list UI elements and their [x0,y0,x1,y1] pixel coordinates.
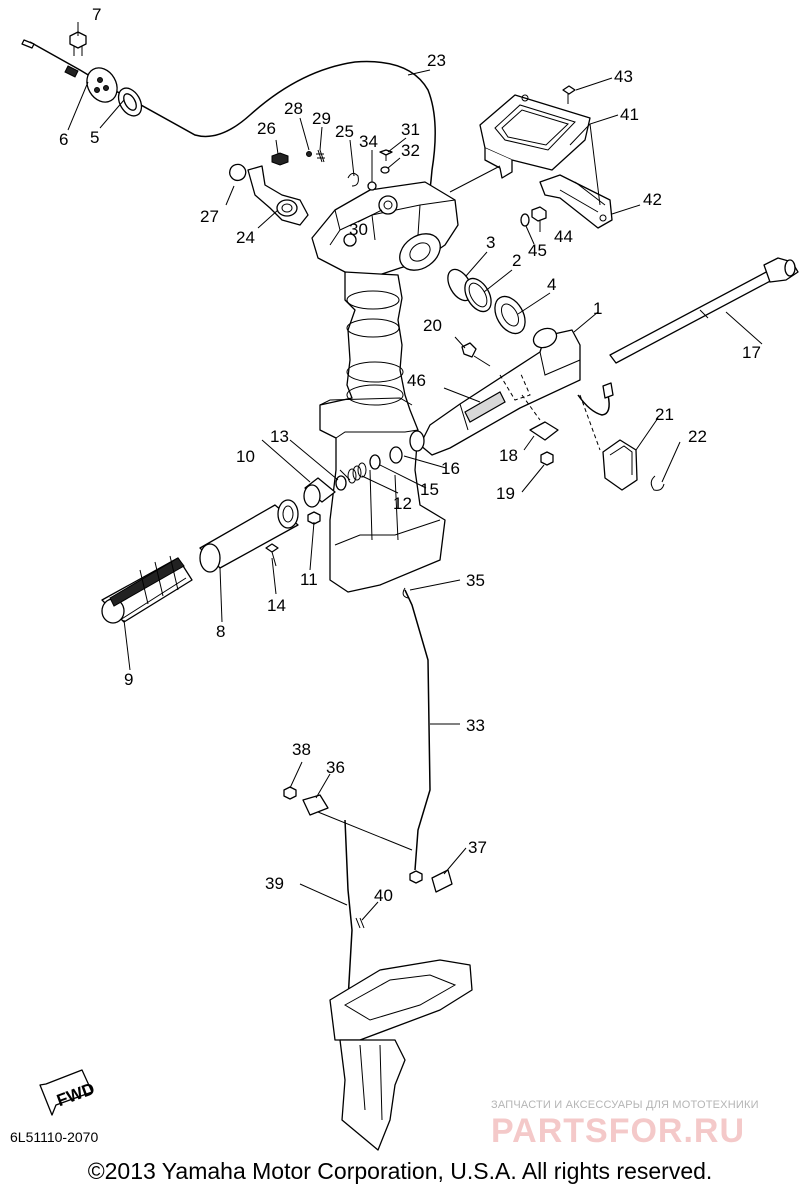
callout-11: 11 [300,570,318,589]
callout-2: 2 [512,251,521,270]
callout-31: 31 [401,120,420,139]
callout-19: 19 [496,484,515,503]
callout-10: 10 [236,447,255,466]
callout-35: 35 [466,571,485,590]
throttle-arm-24 [247,165,309,226]
callout-32: 32 [401,141,420,160]
callout-13: 13 [270,427,289,446]
callout-43: 43 [614,67,633,86]
clip-22 [650,475,665,491]
leader-lines [67,22,763,921]
callout-39: 39 [265,874,284,893]
throttle-cable-23 [21,39,436,269]
screw-20 [461,342,491,367]
callout-26: 26 [257,119,276,138]
lower-unit [329,959,473,1151]
callout-23: 23 [427,51,446,70]
callout-24: 24 [236,228,255,247]
diagram-code: 6L51110-2070 [10,1129,99,1145]
screw-11 [307,511,321,525]
callout-18: 18 [499,446,518,465]
lower-shift-rod-39 [344,819,353,1001]
washer-45 [520,213,530,227]
throttle-shaft-17 [609,257,799,364]
washer-32 [380,166,390,174]
callout-41: 41 [620,105,639,124]
callout-9: 9 [124,670,133,689]
callout-40: 40 [374,886,393,905]
callout-27: 27 [200,207,219,226]
callout-14: 14 [267,596,286,615]
screw-14 [265,543,279,567]
callout-7: 7 [92,5,101,24]
handle-hidden-line-2 [579,394,601,451]
callout-15: 15 [420,480,439,499]
washer-13 [335,475,347,491]
callout-8: 8 [216,622,225,641]
collar-26 [271,152,289,166]
clip-25 [347,172,359,187]
callout-16: 16 [441,459,460,478]
bracket-41 [479,94,591,179]
bushing-16 [389,446,403,464]
callout-45: 45 [528,241,547,260]
callout-34: 34 [359,132,378,151]
bolt-38 [283,786,297,800]
plate-18 [529,421,559,441]
callout-37: 37 [468,838,487,857]
clip-35 [402,587,409,599]
bushing-4 [494,295,526,335]
spring-29 [316,149,325,163]
callout-3: 3 [486,233,495,252]
pin-28 [306,151,312,157]
callout-12: 12 [393,494,412,513]
callout-4: 4 [547,275,556,294]
screw-43 [562,85,576,104]
throttle-grip-9 [101,555,193,624]
callout-44: 44 [554,227,573,246]
watermark-caption: ЗАПЧАСТИ И АКСЕССУАРЫ ДЛЯ МОТОТЕХНИКИ [491,1099,759,1111]
callout-28: 28 [284,99,303,118]
throttle-grip-sleeve-8 [199,499,299,573]
washer-15 [369,454,381,470]
callout-5: 5 [90,128,99,147]
cable-plate-6 [86,67,118,103]
spring-12 [347,462,367,484]
bracket-42 [539,174,613,229]
rubber-ring-5 [117,87,143,117]
screw-19 [540,451,554,466]
callout-42: 42 [643,190,662,209]
knob-27 [229,163,247,182]
steering-handle-1 [409,327,581,456]
callout-20: 20 [423,316,442,335]
callout-25: 25 [335,122,354,141]
connector-37 [431,869,453,893]
washer-34 [367,181,377,191]
callout-labels: 1 2 3 4 5 6 7 8 9 10 11 12 13 14 15 16 1… [59,5,761,905]
callout-6: 6 [59,130,68,149]
callout-17: 17 [742,343,761,362]
callout-46: 46 [407,371,426,390]
fwd-arrow-icon: FWD [39,1069,97,1116]
collar-10 [303,477,336,508]
callout-36: 36 [326,758,345,777]
callout-30: 30 [349,220,368,239]
copyright-notice: ©2013 Yamaha Motor Corporation, U.S.A. A… [87,1158,713,1184]
stop-switch-21 [577,382,638,491]
callout-1: 1 [593,299,602,318]
screw-31 [379,149,393,161]
callout-33: 33 [466,716,485,735]
shift-rod-33 [404,589,431,884]
upper-bracket-assembly [311,181,459,593]
pin-40 [355,917,365,929]
callout-38: 38 [292,740,311,759]
callout-22: 22 [688,427,707,446]
watermark-logo: PARTSFOR.RU [491,1112,746,1150]
callout-29: 29 [312,109,331,128]
bolt-44 [531,206,547,222]
clip-36 [302,794,329,816]
callout-21: 21 [655,405,674,424]
